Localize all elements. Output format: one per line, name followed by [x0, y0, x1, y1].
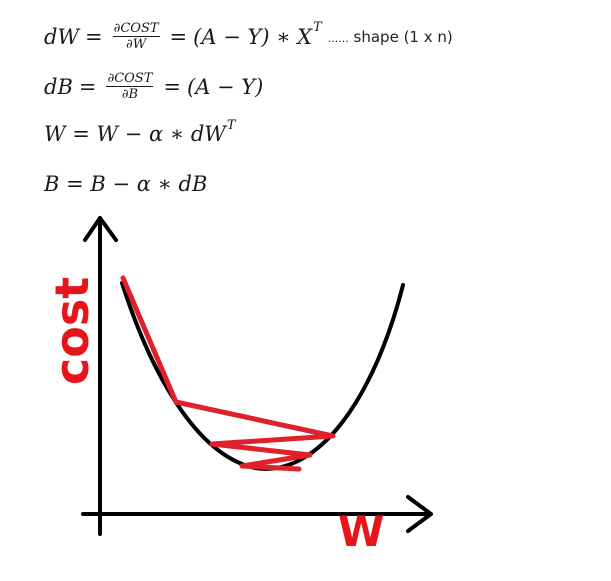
eq1-frac-numerator: ∂COST	[112, 21, 160, 37]
equation-dw: dW = ∂COST ∂W = (A − Y) ∗ X T ...... sha…	[44, 20, 453, 52]
eq2-lhs: dB	[44, 74, 73, 99]
eq1-frac-denominator: ∂W	[126, 37, 147, 52]
equation-w-update: W = W − α ∗ dW T	[44, 118, 236, 147]
eq1-fraction: ∂COST ∂W	[112, 21, 160, 52]
eq1-dots: ......	[327, 31, 349, 45]
equation-db: dB = ∂COST ∂B = (A − Y)	[44, 71, 264, 102]
descent-path	[120, 275, 336, 472]
eq1-shape-note: shape (1 x n)	[353, 27, 453, 46]
eq2-rhs: (A − Y)	[187, 74, 264, 99]
eq2-fraction: ∂COST ∂B	[106, 71, 154, 102]
eq3-superscript: T	[226, 117, 236, 133]
y-axis-arrowhead	[83, 216, 118, 242]
y-axis-label: cost	[45, 277, 99, 385]
eq1-note: ...... shape (1 x n)	[328, 28, 453, 46]
eq2-frac-numerator: ∂COST	[106, 71, 154, 87]
eq2-frac-denominator: ∂B	[121, 87, 139, 102]
x-axis-label: W	[338, 507, 384, 556]
eq1-rhs-superscript: T	[313, 20, 322, 35]
eq1-lhs: dW	[44, 24, 80, 49]
x-axis-arrowhead	[406, 495, 433, 533]
eq4-text: B = B − α ∗ dB	[44, 172, 208, 196]
eq1-rhs: (A − Y) ∗ X	[193, 24, 313, 49]
equation-b-update: B = B − α ∗ dB	[44, 172, 207, 196]
eq3-text: W = W − α ∗ dW	[44, 122, 226, 146]
